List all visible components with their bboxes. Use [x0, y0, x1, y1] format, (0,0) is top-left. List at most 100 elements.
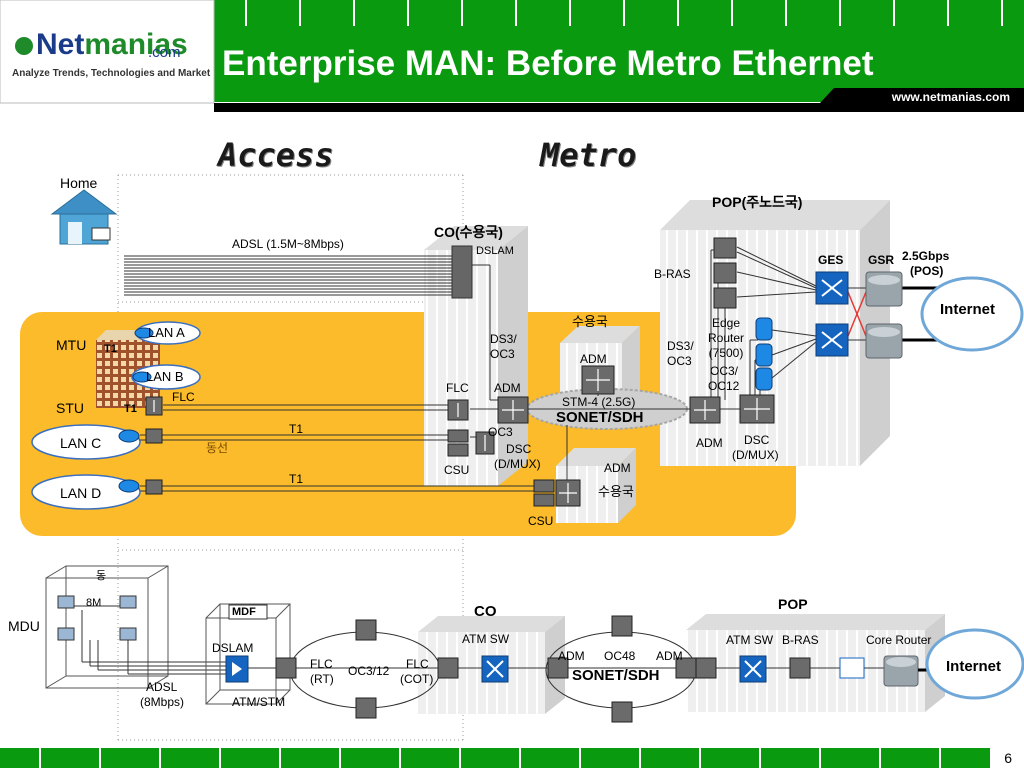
oc48-label: OC48	[604, 649, 636, 663]
bottom-sonet-sdh-label: SONET/SDH	[572, 667, 660, 684]
adm-ring-bottom-label: ADM	[604, 461, 631, 475]
lan-a-label: LAN A	[148, 325, 185, 340]
adm-left-label: ADM	[558, 649, 585, 663]
speed-8m-label: 8M	[86, 597, 102, 609]
dslam-label: DSLAM	[476, 245, 514, 257]
sonet-sdh-top-label: SONET/SDH	[556, 409, 644, 426]
stm4-label: STM-4 (2.5G)	[562, 395, 636, 409]
logo-tagline: Analyze Trends, Technologies and Market	[12, 68, 211, 79]
suyongguk-label-bottom: 수용국	[598, 484, 634, 499]
dsc-co-label-2: (D/MUX)	[494, 457, 541, 471]
home-house-icon	[50, 189, 118, 245]
bottom-adsl-label-1: ADSL	[146, 680, 178, 694]
flc-rt-label-2: (RT)	[310, 672, 334, 686]
dslam-top	[451, 245, 473, 299]
internet-cloud-top	[920, 276, 1024, 352]
device-arrows	[153, 369, 770, 503]
csu-co-2	[447, 443, 469, 457]
suyongguk-label-top: 수용국	[572, 314, 608, 329]
co-label: CO(수용국)	[434, 224, 503, 240]
internet-top-label: Internet	[940, 301, 996, 318]
lan-router-icons	[118, 327, 154, 493]
filter-icon	[839, 657, 865, 679]
t1-lan-c-label: T1	[289, 422, 304, 436]
edge-router-icons	[755, 317, 773, 391]
core-cross-links	[847, 291, 867, 337]
bottom-devices	[275, 615, 811, 723]
mdu-pc-icons	[57, 595, 137, 641]
pos-label: (POS)	[910, 264, 944, 278]
section-access: Access	[218, 136, 334, 174]
bottom-b-ras-label: B-RAS	[782, 633, 819, 647]
logo-dotcom: .com	[148, 44, 181, 61]
t1-mtu-label: T1	[104, 343, 117, 355]
flc-stu-label: FLC	[172, 390, 195, 404]
pop-label: POP(주노드국)	[712, 194, 803, 210]
edge-router-label-3: (7500)	[708, 346, 744, 360]
csu-lan-c	[145, 428, 163, 444]
csu-bottom-label: CSU	[528, 514, 554, 528]
dsc-pop-label-2: (D/MUX)	[732, 448, 779, 462]
section-metro: Metro	[540, 136, 637, 174]
adm-right-label: ADM	[656, 649, 683, 663]
adm-co-label: ADM	[494, 381, 521, 395]
csu-bottom-1	[533, 479, 555, 493]
logo-word-manias: manias	[84, 28, 188, 61]
internet-cloud-bottom	[925, 628, 1024, 700]
atm-sw-pop-label: ATM SW	[726, 633, 774, 647]
adm-ring-top-label: ADM	[580, 352, 607, 366]
footer-bar	[0, 748, 1024, 768]
adm-pop-label: ADM	[696, 436, 723, 450]
flc-cot-label-2: (COT)	[400, 672, 434, 686]
ds3-oc3-pop-label-1: DS3/	[667, 339, 694, 353]
gsr-label: GSR	[868, 253, 895, 267]
mdf-label: MDF	[232, 606, 256, 618]
logo-word-net: Net	[36, 28, 85, 61]
lan-d-label: LAN D	[60, 485, 102, 501]
dong-label: 동	[96, 570, 107, 582]
ds3-oc3-pop-label-2: OC3	[667, 354, 692, 368]
mdf-label-box	[228, 604, 268, 620]
oc3-label: OC3	[488, 425, 513, 439]
zone-guides	[117, 174, 464, 741]
ds3-oc3-co-label-2: OC3	[490, 347, 515, 361]
t1-stu-label: T1	[124, 403, 137, 415]
home-label: Home	[60, 175, 98, 191]
csu-lan-d	[145, 479, 163, 495]
atm-stm-label: ATM/STM	[232, 695, 286, 709]
site-url: www.netmanias.com	[891, 90, 1010, 104]
b-ras-label: B-RAS	[654, 267, 691, 281]
b-ras-3	[713, 287, 737, 309]
csu-co-1	[447, 429, 469, 443]
atm-sw-co-label: ATM SW	[462, 632, 510, 646]
ds3-oc3-co-label-1: DS3/	[490, 332, 517, 346]
core-router-icon	[883, 655, 919, 687]
page-number: 6	[1004, 750, 1012, 766]
logo-globe-icon	[15, 37, 33, 55]
dongseon-label: 동선	[206, 441, 229, 455]
header-bar	[0, 0, 1024, 112]
page-title: Enterprise MAN: Before Metro Ethernet	[222, 44, 874, 83]
bottom-dslam-label: DSLAM	[212, 641, 254, 655]
mtu-label: MTU	[56, 337, 87, 353]
dsc-pop-label-1: DSC	[744, 433, 770, 447]
pos-speed-label: 2.5Gbps	[902, 249, 950, 263]
lan-b-label: LAN B	[146, 369, 184, 384]
mdu-building	[45, 565, 169, 689]
edge-router-label-2: Router	[707, 331, 745, 345]
bottom-dslam-arrow	[232, 662, 242, 676]
core-router-label: Core Router	[866, 633, 932, 647]
flc-rt-label-1: FLC	[310, 657, 333, 671]
b-ras-1	[713, 237, 737, 259]
oc3-oc12-label-2: OC12	[708, 379, 740, 393]
flc-cot-label-1: FLC	[406, 657, 429, 671]
csu-bottom-2	[533, 493, 555, 507]
b-ras-2	[713, 262, 737, 284]
mdu-label: MDU	[8, 618, 40, 634]
oc3-oc12-label-1: OC3/	[710, 364, 739, 378]
atm-switch-icons	[481, 655, 767, 683]
bottom-pop-label: POP	[778, 596, 808, 612]
internet-bottom-label: Internet	[946, 658, 1002, 675]
oc3-12-label: OC3/12	[348, 664, 390, 678]
